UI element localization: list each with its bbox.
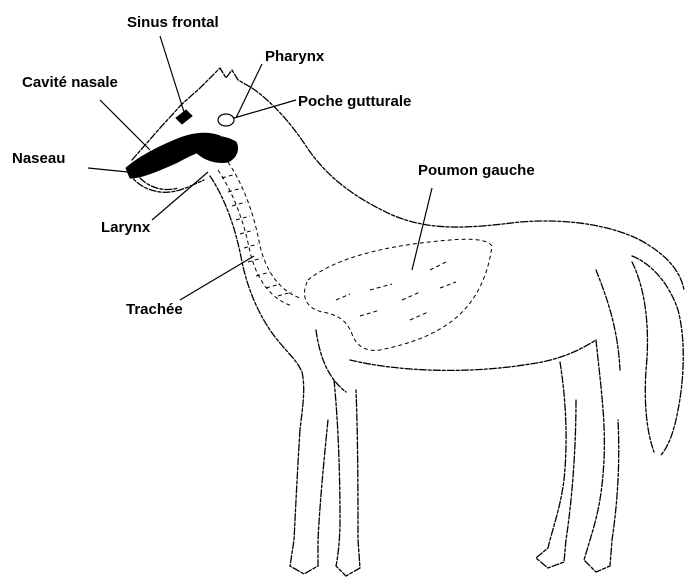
leader-pharynx bbox=[236, 64, 262, 118]
diagram-labels: Sinus frontal Pharynx Cavité nasale Poch… bbox=[12, 14, 535, 318]
leader-trachee bbox=[180, 256, 254, 300]
leader-naseau bbox=[88, 168, 128, 172]
label-larynx: Larynx bbox=[101, 219, 151, 236]
leader-sinus-frontal bbox=[160, 36, 185, 115]
leader-cavite-nasale bbox=[100, 100, 150, 150]
trachea-shape bbox=[218, 162, 300, 306]
guttural-pouch-shape bbox=[218, 114, 234, 126]
label-sinus-frontal: Sinus frontal bbox=[127, 14, 219, 31]
label-pharynx: Pharynx bbox=[265, 48, 325, 65]
lung-left bbox=[304, 239, 492, 350]
leader-poumon-gauche bbox=[412, 188, 432, 270]
label-trachee: Trachée bbox=[126, 301, 183, 318]
label-poche-gutturale: Poche gutturale bbox=[298, 93, 411, 110]
label-cavite-nasale: Cavité nasale bbox=[22, 74, 118, 91]
airway-upper bbox=[126, 110, 238, 178]
label-naseau: Naseau bbox=[12, 150, 65, 167]
label-poumon-gauche: Poumon gauche bbox=[418, 162, 535, 179]
leader-larynx bbox=[152, 172, 208, 220]
